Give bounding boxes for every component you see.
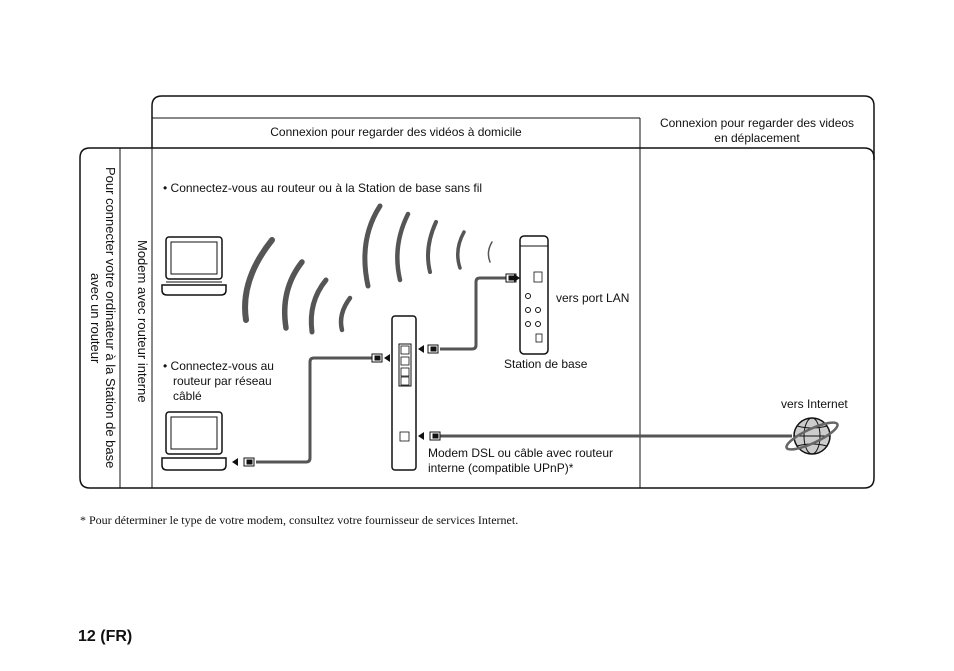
footnote: * Pour déterminer le type de votre modem… [80,513,519,527]
bullet-dot: • [163,181,171,195]
away-column-header-line1: Connexion pour regarder des videos [659,116,855,130]
modem-label-line2: interne (compatible UPnP)* [428,461,574,475]
internet-globe-icon [785,417,839,455]
router-icon [391,315,417,471]
wireless-bullet-text: Connectez-vous au routeur ou à la Statio… [170,181,483,195]
lan-port-label: vers port LAN [556,291,630,305]
base-station-icon [519,235,549,355]
away-column-header-line2: en déplacement [714,131,800,145]
modem-label-line1: Modem DSL ou câble avec routeur [428,446,613,460]
outer-side-label: Pour connecter votre ordinateur à la Sta… [88,167,118,469]
wireless-bullet: • Connectez-vous au routeur ou à la Stat… [163,181,482,196]
wired-bullet-line2: routeur par réseau [173,374,272,388]
laptop-wired-icon [161,411,227,471]
cables [256,276,792,464]
internet-label: vers Internet [781,397,848,411]
home-column-header: Connexion pour regarder des vidéos à dom… [270,125,522,139]
wired-bullet: • Connectez-vous au [163,359,274,374]
wired-bullet-line3: câblé [173,389,202,403]
cable-connectors [243,273,517,467]
wireless-waves-icon [242,203,493,335]
laptop-wireless-icon [161,236,227,296]
page-number: 12 (FR) [78,628,133,645]
inner-side-label: Modem avec routeur interne [135,240,150,403]
wired-bullet-line1: Connectez-vous au [170,359,274,373]
bullet-dot: • [163,359,171,373]
base-station-label: Station de base [504,357,588,371]
